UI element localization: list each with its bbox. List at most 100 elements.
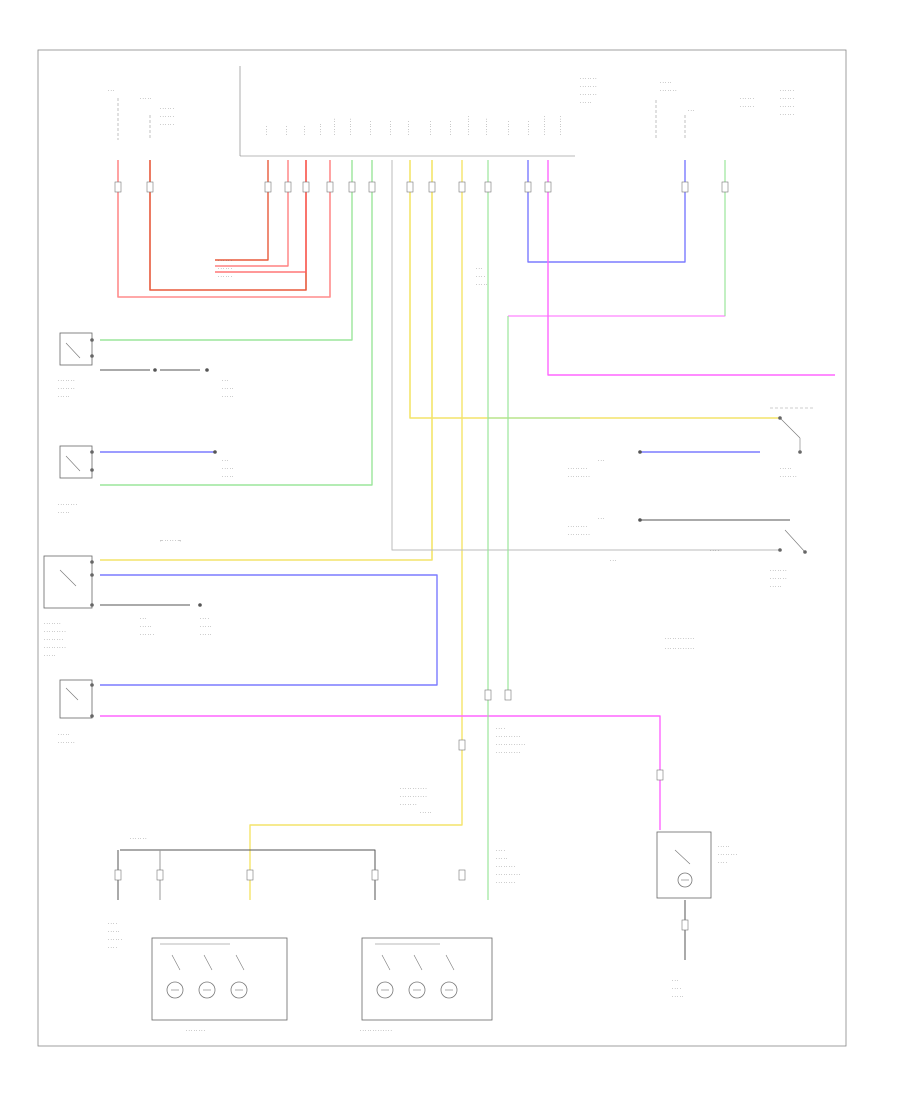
svg-text:· · · · · ·: · · · · · ·: [506, 121, 511, 135]
wire-yellow-rf-door: [409, 160, 780, 419]
svg-text:· · · · · ·: · · · · · ·: [740, 96, 754, 101]
svg-text:· · · ·: · · · ·: [496, 848, 505, 853]
svg-text:· · · · · · · ·: · · · · · · · ·: [496, 880, 515, 885]
svg-text:· · · · · · ·: · · · · · · ·: [770, 568, 787, 573]
svg-text:· · · · · ·: · · · · · ·: [526, 121, 531, 135]
wire-red-2: [215, 160, 269, 261]
legend: · · · · · · · · · · · · · · · · · · · · …: [665, 636, 694, 651]
svg-text:· · · · ·: · · · · ·: [200, 624, 211, 629]
svg-text:· · · · · · · · ·: · · · · · · · · ·: [568, 474, 590, 479]
connector-block-top-right: · · · · · · · · · · · · · · · · · · · · …: [655, 80, 794, 140]
svg-text:· · · ·: · · · ·: [108, 921, 117, 926]
svg-text:· · · · · · · ·: · · · · · · · ·: [718, 852, 737, 857]
svg-text:· · · · · · · ·: · · · · · · · ·: [568, 466, 587, 471]
svg-text:· · · ·: · · · ·: [200, 616, 209, 621]
svg-text:· · · · · ·: · · · · · ·: [140, 632, 154, 637]
front-dome-lamp-assembly: · · · · · · · ·: [151, 937, 288, 1033]
svg-text:· · · · · ·: · · · · · ·: [368, 121, 373, 135]
diagram-frame: [37, 49, 847, 1047]
wires: [100, 160, 835, 960]
wire-yellow-liftgate: [100, 160, 433, 561]
cargo-lamp: · · · · ·· · · · · · ·: [58, 679, 94, 745]
left-rear-door-ajar-switch: · · · · · · · ·· · · · · · · ·· · · · ··…: [58, 445, 233, 515]
svg-text:· · ·: · · ·: [610, 558, 616, 563]
svg-text:⌐ · · · · · ¬: ⌐ · · · · · ¬: [160, 538, 181, 543]
svg-text:· · · · · · · ·: · · · · · · · ·: [542, 116, 547, 135]
svg-text:· · · · ·: · · · · ·: [420, 810, 431, 815]
svg-text:· · · · · ·: · · · · · ·: [160, 122, 174, 127]
svg-text:· · ·: · · ·: [598, 516, 604, 521]
wire-blue-right: [527, 160, 686, 263]
svg-text:· · ·: · · ·: [672, 978, 678, 983]
svg-text:· · · · · · · ·: · · · · · · · ·: [558, 116, 563, 135]
svg-text:· · · · ·: · · · · ·: [200, 632, 211, 637]
svg-text:· · · · · ·: · · · · · ·: [740, 104, 754, 109]
svg-text:· · · · · · ·: · · · · · · ·: [580, 92, 597, 97]
svg-text:· · · · ·: · · · · ·: [672, 994, 683, 999]
svg-text:· · · · ·: · · · · ·: [58, 394, 69, 399]
wire-green-lr-door: [100, 160, 373, 486]
svg-text:· · ·: · · ·: [140, 616, 146, 621]
svg-text:· · · · · · ·: · · · · · · ·: [780, 474, 797, 479]
svg-text:· · · · · ·: · · · · · ·: [780, 112, 794, 117]
svg-text:· · · · ·: · · · · ·: [718, 844, 729, 849]
svg-text:· · · · · ·: · · · · · ·: [780, 96, 794, 101]
svg-text:· · · ·: · · · ·: [496, 726, 505, 731]
svg-text:· · · · · ·: · · · · · ·: [406, 121, 411, 135]
svg-text:· · · ·: · · · ·: [710, 548, 719, 553]
wire-magenta-cargo: [100, 715, 661, 830]
svg-text:· · · · · · ·: · · · · · · ·: [348, 118, 353, 135]
svg-text:· · ·: · · ·: [108, 88, 114, 93]
module-connector-top-center: · · · · · · · · · · · · · · · · · · · · …: [239, 66, 597, 157]
svg-text:· · · · · · ·: · · · · · · ·: [58, 378, 75, 383]
svg-text:· · · · · · · ·: · · · · · · · ·: [568, 524, 587, 529]
glove-box-lamp: · · · · · · · · · · · · · · · · · · · · · ·…: [656, 831, 737, 999]
svg-text:· · · · · · · · · ·: · · · · · · · · · ·: [496, 734, 520, 739]
svg-text:· · · ·: · · · ·: [718, 860, 727, 865]
right-front-door-ajar-switch: · · · · ·· · · · · · · · · ·· · · · · · …: [568, 407, 815, 479]
svg-text:· · · · · · · · · · ·: · · · · · · · · · · ·: [400, 794, 427, 799]
svg-text:· · · · · · ·: · · · · · · ·: [400, 802, 417, 807]
svg-text:· · · · · ·: · · · · · ·: [160, 114, 174, 119]
svg-text:· · · · ·: · · · · ·: [222, 466, 233, 471]
pin-connectors: [114, 181, 729, 931]
svg-text:· · · · · · · · · · · ·: · · · · · · · · · · · ·: [496, 742, 525, 747]
svg-text:· · · · · · ·: · · · · · · ·: [332, 118, 337, 135]
svg-text:· · · · · ·: · · · · · ·: [428, 121, 433, 135]
svg-text:· · · · ·: · · · · ·: [222, 386, 233, 391]
svg-text:· · ·: · · ·: [476, 266, 482, 271]
svg-text:· · · · · · · · ·: · · · · · · · · ·: [44, 629, 66, 634]
svg-text:· · · · · ·: · · · · · ·: [448, 121, 453, 135]
svg-text:· · · · · · · ·: · · · · · · · ·: [466, 116, 471, 135]
svg-text:· · · · · · ·: · · · · · · ·: [484, 118, 489, 135]
svg-text:· · · · ·: · · · · ·: [770, 584, 781, 589]
svg-text:· · · · · · · ·: · · · · · · · ·: [58, 502, 77, 507]
svg-text:· · · · ·: · · · · ·: [496, 856, 507, 861]
svg-text:· · · · · ·: · · · · · ·: [780, 104, 794, 109]
svg-text:· · · ·: · · · ·: [476, 274, 485, 279]
svg-text:· · ·: · · ·: [688, 108, 694, 113]
svg-text:· · · · · ·: · · · · · ·: [218, 258, 232, 263]
svg-text:· · · · ·: · · · · ·: [476, 282, 487, 287]
svg-text:· · · ·: · · · ·: [264, 126, 269, 135]
splice-labels: · · · · · · · · · · · · · · · · · · · · …: [218, 258, 487, 287]
connector-block-top-left: · · · · · · · · · · · · · · · · · · · · …: [108, 88, 174, 140]
svg-text:· · · · · · ·: · · · · · · ·: [44, 621, 61, 626]
svg-text:· · · · ·: · · · · ·: [580, 100, 591, 105]
svg-text:· · · · ·: · · · · ·: [44, 653, 55, 658]
svg-text:· · · · · ·: · · · · · ·: [108, 937, 122, 942]
svg-text:· · · · · · ·: · · · · · · ·: [58, 740, 75, 745]
left-front-door-ajar-switch: · · · · · · ·· · · · · · ·· · · · · · · …: [58, 332, 233, 399]
svg-text:· · · ·: · · · ·: [672, 986, 681, 991]
svg-text:· · · · · · ·: · · · · · · ·: [580, 84, 597, 89]
svg-text:· · · · · · · ·: · · · · · · · ·: [44, 637, 63, 642]
svg-text:· · · · · · · · · · ·: · · · · · · · · · · ·: [400, 786, 427, 791]
svg-text:· · · · ·: · · · · ·: [108, 929, 119, 934]
svg-text:· · · ·: · · · ·: [108, 945, 117, 950]
wire-magenta-glove: [508, 160, 726, 317]
wire-blue-liftgate: [100, 574, 438, 686]
wire-magenta-right: [547, 160, 835, 376]
svg-text:· · · · · · · ·: · · · · · · · ·: [186, 1028, 205, 1033]
svg-text:· · · · ·: · · · · ·: [222, 474, 233, 479]
